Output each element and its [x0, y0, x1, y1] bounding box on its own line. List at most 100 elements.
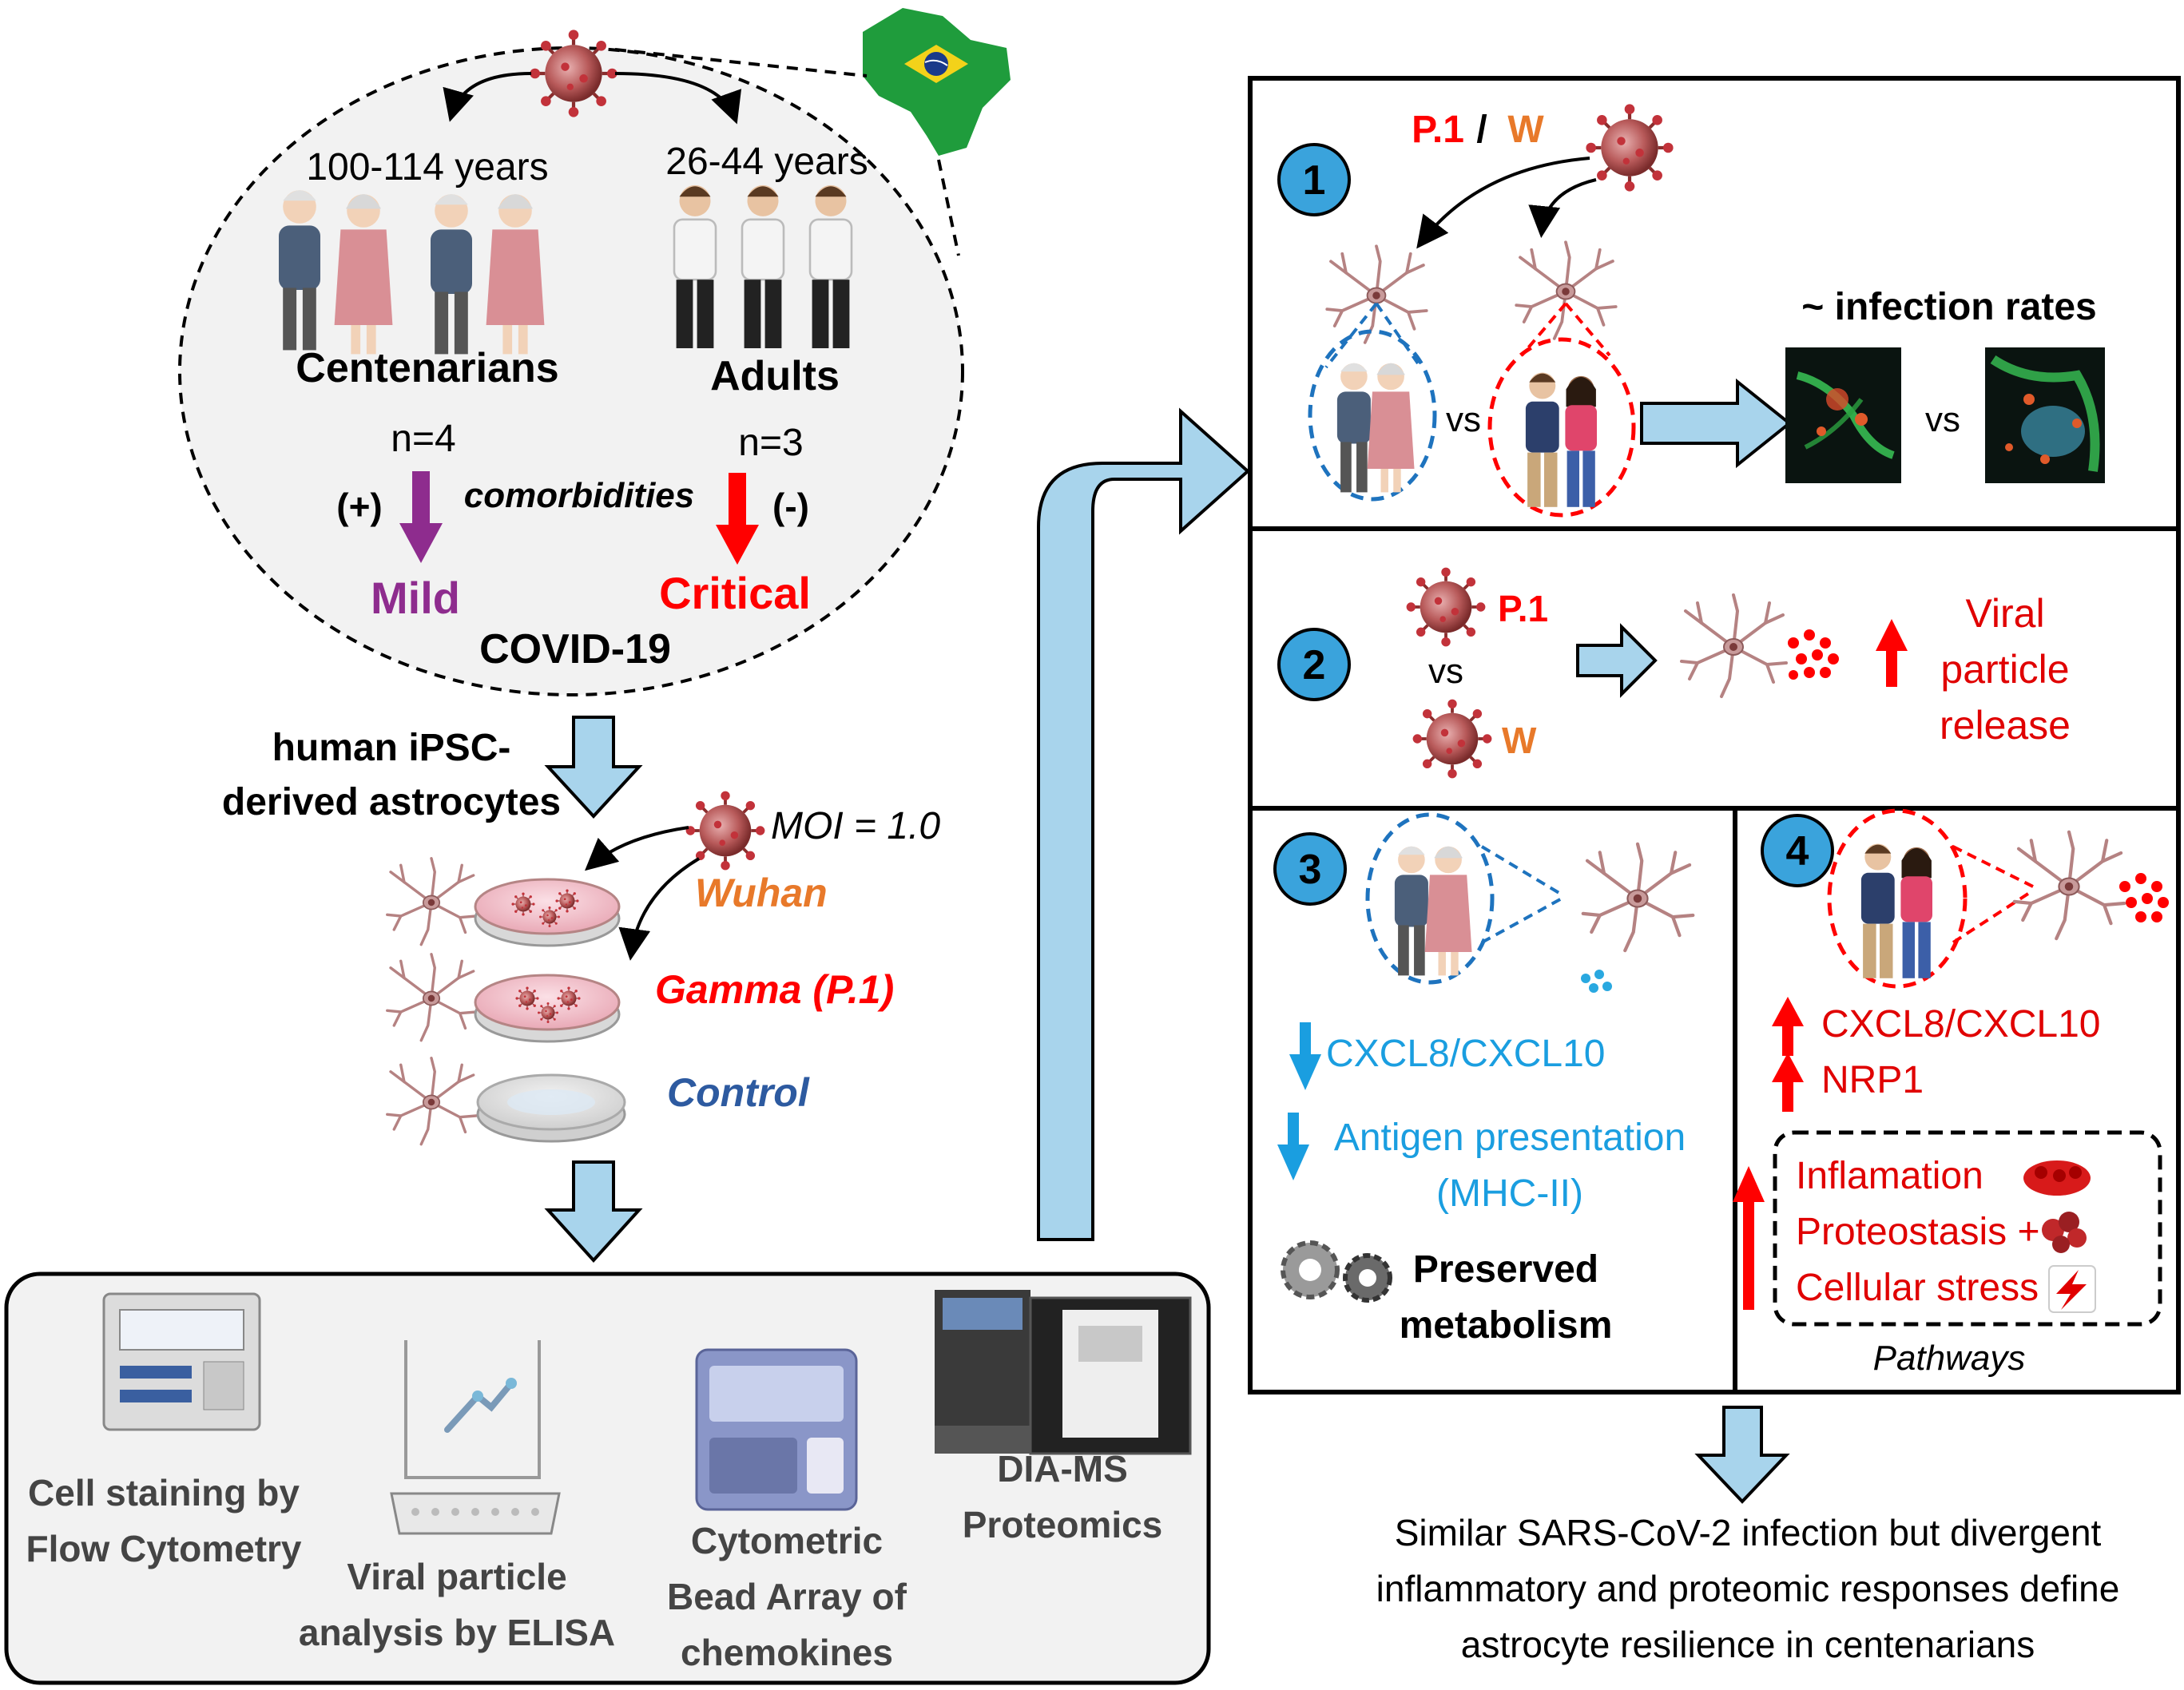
strain-wuhan: Wuhan: [695, 871, 828, 915]
down-arrow-red-icon: [716, 473, 759, 565]
panel-3-metabolism-1: Preserved: [1413, 1248, 1598, 1291]
bead-array-icon: [695, 1348, 858, 1511]
astrocyte-icon: [386, 857, 478, 946]
method-cba-3: chemokines: [681, 1632, 893, 1673]
viral-particles-icon: [1581, 970, 1612, 993]
up-arrow-red-icon: [1876, 619, 1908, 687]
virus-icon: [1411, 697, 1494, 780]
method-cba-2: Bead Array of: [667, 1576, 907, 1617]
astrocyte-icon: [386, 1057, 478, 1146]
panel-3-chemokines: CXCL8/CXCL10: [1326, 1033, 1606, 1075]
panel-1-w: W: [1507, 109, 1544, 151]
panel-number-badge: [1761, 814, 1834, 887]
panel-3-antigen-1: Antigen presentation: [1334, 1117, 1686, 1159]
centenarian-donor-circle: [1308, 329, 1437, 502]
outcome-mild: Mild: [371, 573, 460, 623]
panel-2-number: 2: [1303, 642, 1326, 688]
up-arrow-red-icon: [1733, 1166, 1765, 1310]
virus-icon: [530, 30, 617, 117]
petri-dish-control: [476, 1073, 626, 1143]
panel-1-vs1: vs: [1446, 400, 1481, 439]
panel-2-release-1: Viral: [1965, 591, 2044, 636]
up-arrow-red-icon: [1772, 997, 1804, 1056]
panel-4-proteostasis: Proteostasis +: [1796, 1211, 2039, 1253]
method-flow-1: Cell staining by: [28, 1472, 300, 1513]
panel-1-infection-rates: ~ infection rates: [1801, 286, 2096, 328]
adult-donor-circle: [1827, 808, 1968, 989]
flow-cytometer-icon: [102, 1292, 261, 1431]
method-elisa-2: analysis by ELISA: [299, 1612, 615, 1653]
panel-2-p1: P.1: [1498, 588, 1548, 629]
mass-spectrometer-icon: [935, 1290, 1192, 1455]
panel-4-inflammation: Inflamation: [1796, 1155, 1983, 1197]
findings-grid: [1248, 76, 2181, 1394]
panel-3-antigen-2: (MHC-II): [1436, 1172, 1583, 1215]
down-arrow-icon: [1694, 1406, 1790, 1504]
micrograph-image: [1985, 347, 2105, 483]
petri-dish-gamma: [474, 974, 621, 1043]
methods-box: Cell staining by Flow Cytometry Viral pa…: [4, 1271, 1211, 1685]
method-ms-1: DIA-MS: [997, 1448, 1128, 1490]
right-arrow-icon: [1576, 623, 1658, 698]
brazil-map-icon: [863, 8, 1011, 156]
method-ms-2: Proteomics: [963, 1504, 1163, 1545]
n-centenarians: n=4: [391, 418, 455, 460]
down-arrow-purple-icon: [399, 471, 443, 563]
lightning-icon: [2048, 1265, 2096, 1313]
method-elisa-1: Viral particle: [347, 1556, 566, 1597]
petri-dish-wuhan: [474, 878, 621, 947]
panel-1-p1: P.1: [1412, 109, 1464, 151]
disease-label: COVID-19: [479, 626, 671, 672]
panel-3-number: 3: [1299, 847, 1322, 893]
panel-2-w: W: [1502, 720, 1537, 761]
moi-label: MOI = 1.0: [771, 805, 940, 847]
connector-arrow-body: [1037, 407, 1251, 1241]
panel-4-number: 4: [1786, 828, 1809, 875]
astrocyte-icon: [386, 953, 478, 1042]
ipsc-label-2: derived astrocytes: [222, 781, 561, 823]
plus-sign: (+): [336, 486, 383, 527]
down-arrow-icon: [544, 716, 643, 819]
virus-icon: [1404, 565, 1487, 649]
virus-icon: [1586, 104, 1673, 191]
age-adults: 26-44 years: [665, 141, 868, 183]
culture-section: human iPSC- derived astrocytes MOI = 1.0…: [222, 716, 940, 1263]
micrograph-image: [1785, 347, 1901, 483]
down-arrow-icon: [544, 1160, 643, 1263]
age-centenarians: 100-114 years: [306, 146, 548, 188]
right-arrow-icon: [1640, 378, 1793, 469]
up-arrow-red-icon: [1772, 1053, 1804, 1112]
inflammation-icon: [2023, 1160, 2091, 1196]
conclusion-line-1: Similar SARS-CoV-2 infection but diverge…: [1395, 1512, 2102, 1553]
panel-4-pathways: Pathways: [1873, 1339, 2026, 1378]
protein-aggregate-icon: [2042, 1212, 2087, 1253]
panel-number-badge: [1277, 143, 1351, 216]
group-centenarians: Centenarians: [296, 345, 558, 391]
panel-number-badge: [1277, 628, 1351, 701]
panel-1-vs2: vs: [1925, 400, 1960, 439]
panel-1-slash: /: [1476, 109, 1487, 151]
gears-icon: [1281, 1240, 1392, 1303]
panel-2-vs: vs: [1428, 652, 1463, 691]
minus-sign: (-): [772, 486, 809, 527]
centenarian-donor-circle: [1365, 812, 1495, 985]
method-flow-2: Flow Cytometry: [26, 1528, 301, 1569]
method-cba-1: Cytometric: [691, 1520, 883, 1561]
outcome-critical: Critical: [659, 568, 811, 618]
viral-particles-icon: [1788, 629, 1839, 680]
panel-4-nrp1: NRP1: [1821, 1059, 1924, 1101]
panel-2-release-2: particle: [1940, 647, 2069, 692]
panel-2-release-3: release: [1940, 703, 2071, 748]
panel-4-chemokines: CXCL8/CXCL10: [1821, 1003, 2101, 1045]
strain-gamma: Gamma (P.1): [655, 967, 894, 1012]
panel-4: 4 CXCL8/CXCL10 NRP1 Inflamation: [1733, 808, 2169, 1378]
panel-3-metabolism-2: metabolism: [1400, 1304, 1613, 1347]
panel-4-stress: Cellular stress: [1796, 1267, 2039, 1309]
panel-2: 2 P.1 vs W Viral particle release: [1277, 565, 2071, 780]
conclusion-line-2: inflammatory and proteomic responses def…: [1376, 1568, 2120, 1609]
pathways-box: [1773, 1130, 2162, 1327]
panel-1-number: 1: [1303, 157, 1326, 204]
conclusion-line-3: astrocyte resilience in centenarians: [1461, 1624, 2035, 1665]
panel-1: 1 P.1 / W vs ~ infection rates vs: [1277, 104, 2105, 518]
